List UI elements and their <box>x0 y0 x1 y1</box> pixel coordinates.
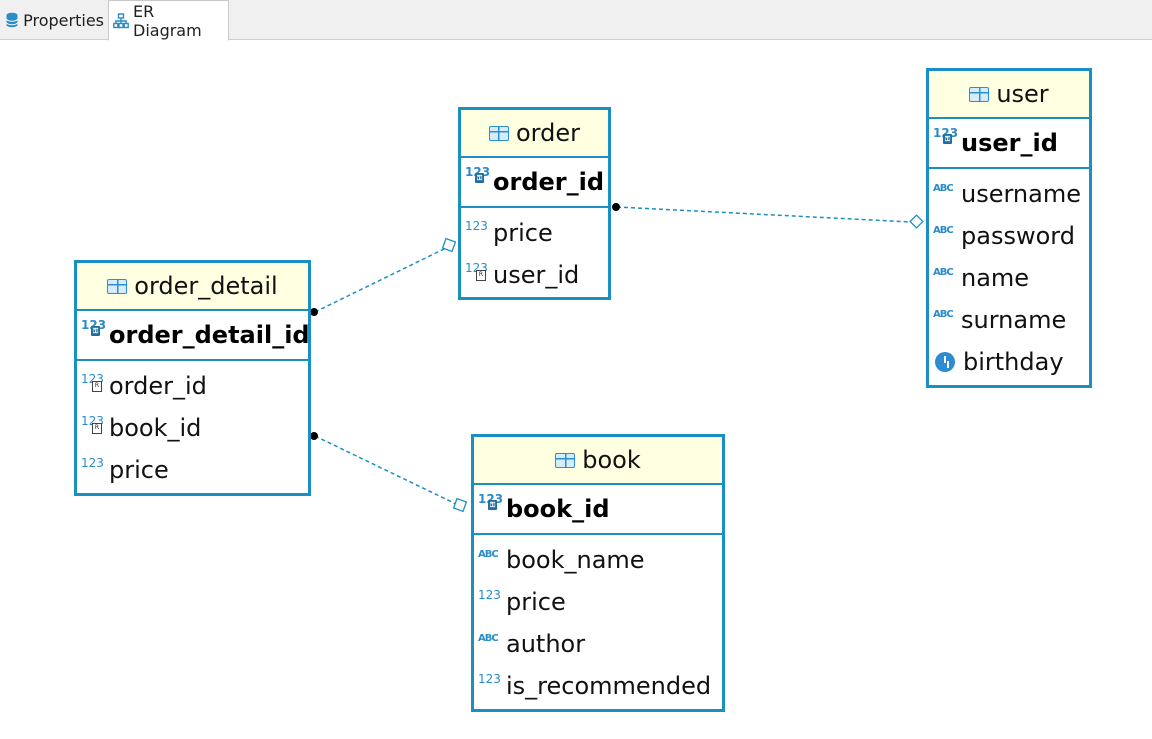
column-row[interactable]: ABC author <box>474 623 722 665</box>
column-name: name <box>961 264 1030 292</box>
relation-orderdetail-order[interactable] <box>314 247 447 313</box>
primary-key-row[interactable]: 123⚿ book_id <box>474 485 722 535</box>
column-name: order_id <box>109 372 207 400</box>
column-name: price <box>109 456 169 484</box>
column-name: surname <box>961 306 1067 334</box>
column-row[interactable]: ABC surname <box>929 299 1089 341</box>
entity-header[interactable]: order_detail <box>77 263 308 311</box>
column-row[interactable]: birthday <box>929 341 1089 383</box>
column-row[interactable]: 123 price <box>461 212 608 254</box>
text-type-icon: ABC <box>478 633 499 644</box>
column-name: price <box>506 588 566 616</box>
column-row[interactable]: 123 price <box>77 449 308 491</box>
entity-book[interactable]: book 123⚿ book_id ABC book_name 123 pric… <box>471 434 725 712</box>
relation-target-diamond <box>441 237 457 253</box>
entity-name: order <box>516 119 580 147</box>
column-name: book_id <box>506 495 610 523</box>
column-name: birthday <box>963 348 1064 376</box>
column-row[interactable]: ABC name <box>929 257 1089 299</box>
tab-label: Properties <box>23 10 104 30</box>
tab-properties[interactable]: Properties <box>0 0 108 40</box>
column-name: author <box>506 630 586 658</box>
database-icon <box>4 12 19 28</box>
primary-key-row[interactable]: 123⚿ order_id <box>461 158 608 208</box>
column-name: price <box>493 219 553 247</box>
relation-source-dot <box>310 308 318 316</box>
primary-key-row[interactable]: 123⚿ order_detail_id <box>77 311 310 361</box>
entity-header[interactable]: user <box>929 71 1089 119</box>
relation-orderdetail-book[interactable] <box>314 435 457 505</box>
table-icon <box>969 86 990 102</box>
column-name: order_id <box>493 168 605 196</box>
column-name: is_recommended <box>506 672 712 700</box>
entity-name: book <box>582 446 641 474</box>
table-icon <box>555 452 576 468</box>
relation-target-diamond <box>909 214 924 229</box>
numeric-key-icon: 123⚿ <box>465 165 491 183</box>
column-name: order_detail_id <box>109 321 310 349</box>
numeric-icon: 123 <box>478 588 501 602</box>
entity-name: user <box>996 80 1049 108</box>
entity-header[interactable]: book <box>474 437 722 485</box>
table-icon <box>489 125 509 141</box>
column-row[interactable]: ABC username <box>929 173 1089 215</box>
numeric-key-icon: 123⚿ <box>933 126 959 144</box>
numeric-key-icon: 123⚿ <box>478 492 504 510</box>
text-type-icon: ABC <box>478 549 499 560</box>
numeric-key-icon: 123⚿ <box>81 318 107 336</box>
text-type-icon: ABC <box>933 267 954 278</box>
entity-name: order_detail <box>134 272 278 300</box>
entity-header[interactable]: order <box>461 110 608 158</box>
column-name: book_id <box>109 414 202 442</box>
tab-label: ER Diagram <box>133 1 202 40</box>
text-type-icon: ABC <box>933 183 954 194</box>
tab-er-diagram[interactable]: ER Diagram <box>108 0 229 41</box>
relation-target-diamond <box>452 497 468 513</box>
column-name: username <box>961 180 1081 208</box>
relation-order-user[interactable] <box>616 206 912 223</box>
column-row[interactable]: 123 price <box>474 581 722 623</box>
entity-user[interactable]: user 123⚿ user_id ABC username ABC passw… <box>926 68 1092 388</box>
column-name: book_name <box>506 546 645 574</box>
column-name: password <box>961 222 1075 250</box>
column-row[interactable]: ABC password <box>929 215 1089 257</box>
relation-source-dot <box>310 432 318 440</box>
column-row[interactable]: ABC book_name <box>474 539 722 581</box>
table-icon <box>107 278 128 294</box>
text-type-icon: ABC <box>933 225 954 236</box>
er-diagram-icon <box>113 12 129 29</box>
text-type-icon: ABC <box>933 309 954 320</box>
column-row[interactable]: 123 is_recommended <box>474 665 722 707</box>
relation-source-dot <box>612 203 620 211</box>
numeric-icon: 123 <box>81 456 104 470</box>
column-name: user_id <box>961 129 1058 157</box>
numeric-icon: 123 <box>465 219 488 233</box>
primary-key-row[interactable]: 123⚿ user_id <box>929 119 1089 169</box>
column-name: user_id <box>493 261 580 289</box>
editor-tab-bar: Properties ER Diagram <box>0 0 1152 41</box>
numeric-icon: 123 <box>478 672 501 686</box>
clock-icon <box>935 352 955 372</box>
